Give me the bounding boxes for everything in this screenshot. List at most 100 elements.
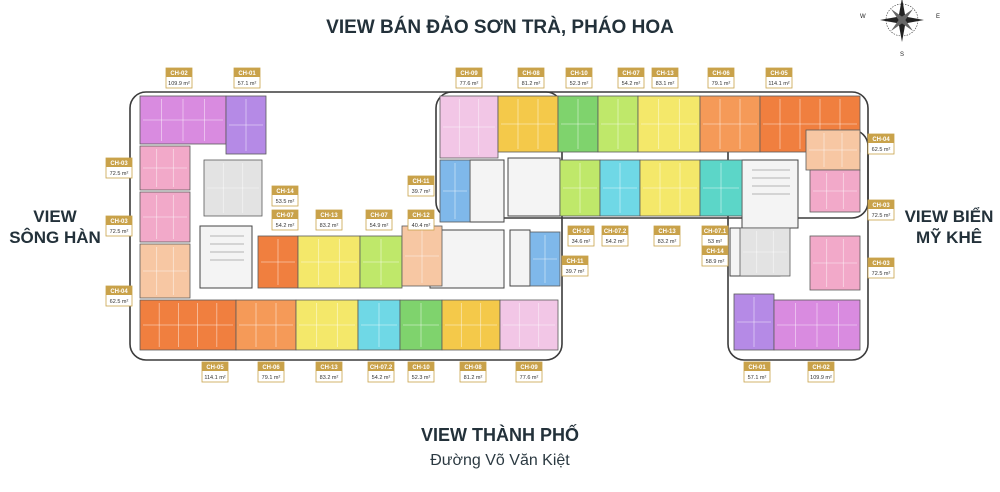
unit-area: 53 m² [708, 239, 722, 245]
apartment-unit[interactable] [699, 159, 743, 217]
unit-code: CH-13 [320, 213, 338, 219]
street-name: Đường Võ Văn Kiệt [430, 452, 570, 469]
apartment-unit[interactable] [297, 235, 361, 289]
apartment-unit[interactable] [497, 95, 559, 153]
apartment-unit[interactable] [805, 129, 861, 171]
unit-area: 53.5 m² [276, 199, 295, 205]
apartment-unit[interactable] [597, 95, 639, 153]
unit-code: CH-06 [262, 365, 280, 371]
unit-area: 109.9 m² [168, 81, 190, 87]
apartment-unit[interactable] [733, 293, 775, 351]
apartment-unit[interactable] [139, 95, 227, 145]
unit-tag[interactable]: CH-07.153 m² [701, 225, 729, 247]
unit-code: CH-13 [320, 365, 338, 371]
unit-tag-header [868, 200, 894, 209]
apartment-unit[interactable] [739, 227, 791, 277]
apartment-unit[interactable] [399, 299, 443, 351]
unit-tag[interactable]: CH-06 79.1 m² [257, 361, 285, 383]
unit-tag-header [708, 68, 734, 77]
apartment-unit[interactable] [139, 145, 191, 191]
apartment-unit[interactable] [699, 95, 761, 153]
view-label-right: VIEW BIỂN MỸ KHÊ [896, 206, 1000, 249]
unit-tag-header [568, 226, 594, 235]
unit-tag-header [602, 226, 628, 235]
apartment-unit[interactable] [139, 191, 191, 243]
apartment-unit[interactable] [257, 235, 299, 289]
unit-code: CH-11 [566, 259, 584, 265]
apartment-unit[interactable] [499, 299, 559, 351]
stair-core [509, 229, 531, 287]
apartment-unit[interactable] [203, 159, 263, 217]
unit-tag-header [106, 158, 132, 167]
apartment-unit[interactable] [139, 299, 237, 351]
apartment-unit[interactable] [637, 95, 701, 153]
apartment-unit[interactable] [401, 225, 443, 287]
unit-code: CH-14 [276, 189, 294, 195]
apartment-unit[interactable] [529, 231, 561, 287]
apartment-unit[interactable] [639, 159, 701, 217]
apartment-unit[interactable] [359, 235, 403, 289]
apartment-unit[interactable] [439, 95, 499, 159]
apartment-unit[interactable] [441, 299, 501, 351]
unit-tag-header [808, 362, 834, 371]
unit-area: 39.7 m² [412, 189, 431, 195]
unit-code: CH-03 [872, 261, 890, 267]
apartment-unit[interactable] [559, 159, 601, 217]
unit-area: 72.5 m² [110, 171, 129, 177]
apartment-unit[interactable] [139, 243, 191, 299]
unit-tag[interactable]: CH-14 53.5 m² [271, 185, 299, 207]
apartment-unit[interactable] [225, 95, 267, 155]
apartment-unit[interactable] [357, 299, 401, 351]
unit-tag[interactable]: CH-07.254.2 m² [601, 225, 629, 247]
apartment-unit[interactable] [773, 299, 861, 351]
apartment-unit[interactable] [295, 299, 359, 351]
apartment-unit[interactable] [235, 299, 297, 351]
unit-tag-header [654, 226, 680, 235]
unit-tag[interactable]: CH-07.254.2 m² [367, 361, 395, 383]
apartment-unit[interactable] [809, 169, 861, 213]
apartment-unit[interactable] [809, 235, 861, 291]
apartment-unit[interactable] [439, 159, 471, 223]
unit-area: 79.1 m² [262, 375, 281, 381]
apartment-unit[interactable] [557, 95, 599, 153]
unit-code: CH-06 [712, 71, 730, 77]
unit-tag-header [316, 210, 342, 219]
unit-tag-header [408, 210, 434, 219]
unit-area: 57.1 m² [748, 375, 767, 381]
unit-area: 40.4 m² [412, 223, 431, 229]
apartment-unit[interactable] [599, 159, 641, 217]
unit-tag-header [368, 362, 394, 371]
unit-area: 109.9 m² [810, 375, 832, 381]
